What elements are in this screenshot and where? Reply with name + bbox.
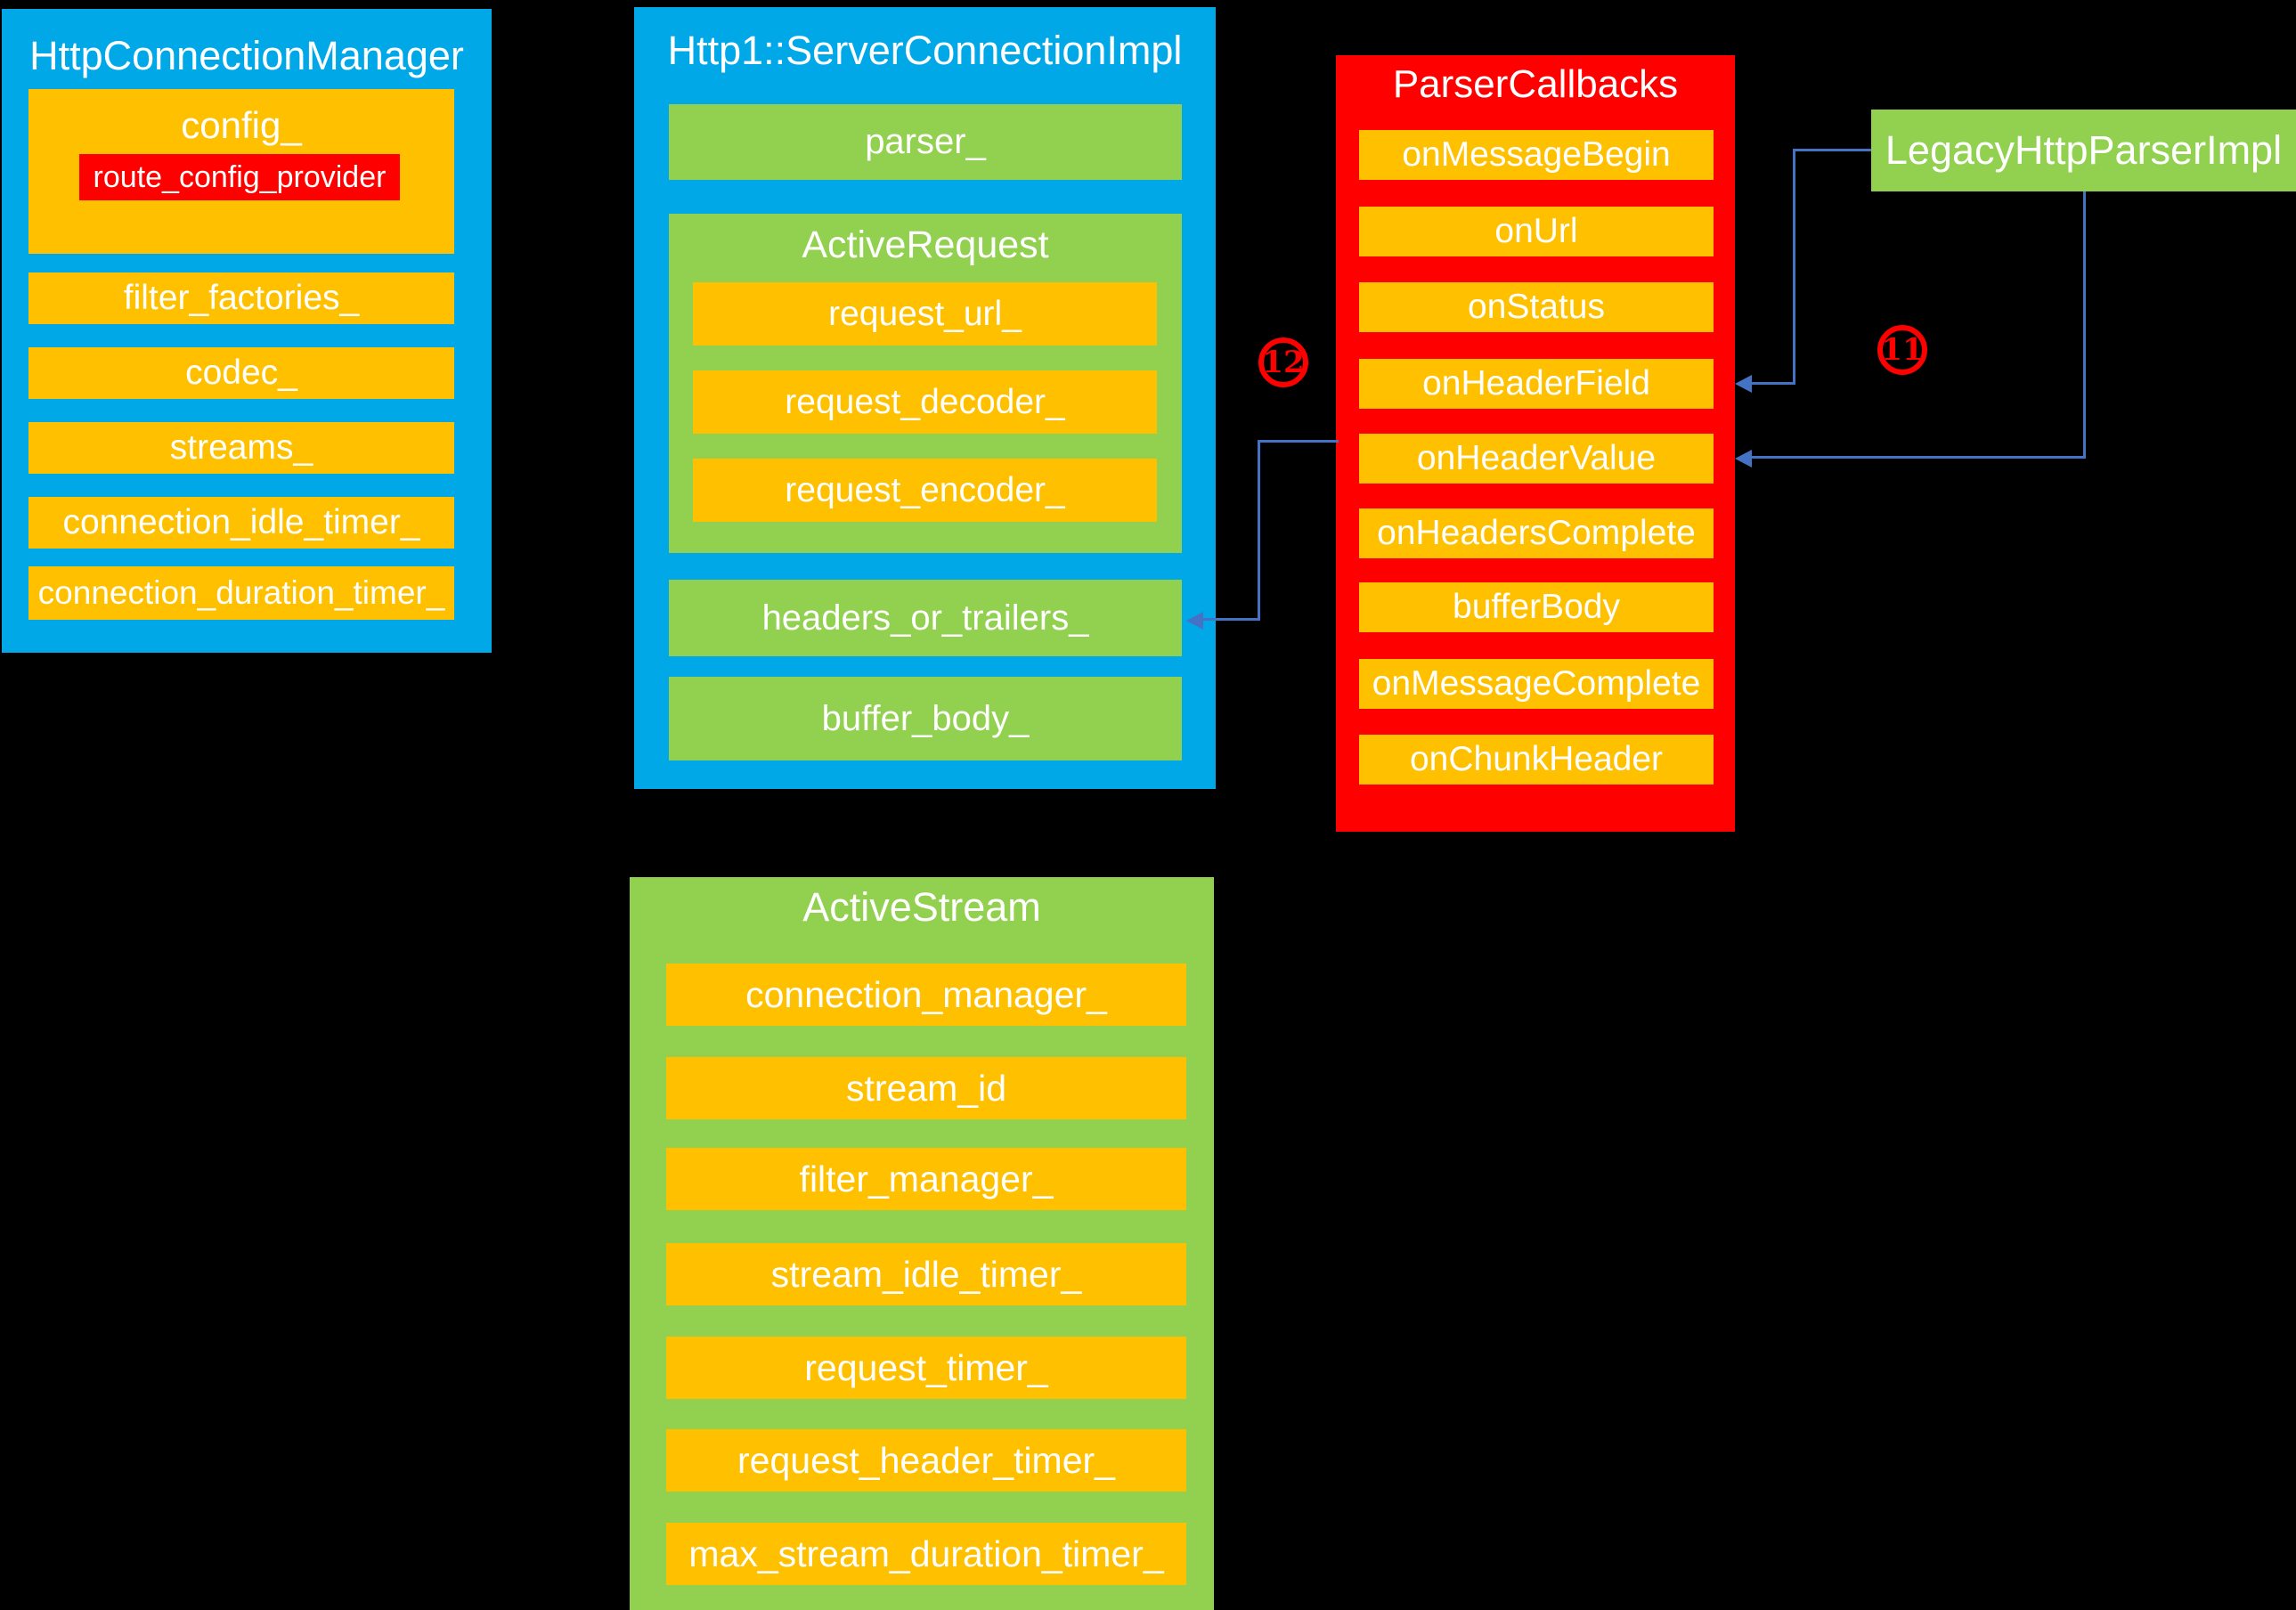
class-title: ActiveStream bbox=[802, 884, 1041, 930]
arrowhead-into-headers-or-trailers bbox=[1186, 612, 1203, 630]
field-label: filter_factories_ bbox=[123, 279, 360, 317]
field-label: request_encoder_ bbox=[785, 470, 1065, 509]
field-on-url: onUrl bbox=[1359, 207, 1714, 256]
field-label: onMessageBegin bbox=[1402, 135, 1671, 174]
field-headers-or-trailers: headers_or_trailers_ bbox=[669, 580, 1182, 656]
field-label: request_decoder_ bbox=[785, 382, 1065, 421]
class-box-active-request: ActiveRequest request_url_ request_decod… bbox=[669, 214, 1182, 553]
class-title: ActiveRequest bbox=[802, 224, 1049, 266]
connector-legacy-to-onheadervalue-seg2 bbox=[1751, 456, 2086, 459]
connector-onheadervalue-to-headers-seg3 bbox=[1202, 618, 1260, 621]
class-box-http-connection-manager: HttpConnectionManager config_ route_conf… bbox=[2, 9, 492, 653]
field-request-timer: request_timer_ bbox=[666, 1337, 1186, 1399]
class-title: HttpConnectionManager bbox=[29, 33, 464, 78]
field-buffer-body: buffer_body_ bbox=[669, 677, 1182, 760]
class-title: LegacyHttpParserImpl bbox=[1885, 127, 2283, 173]
field-connection-duration-timer: connection_duration_timer_ bbox=[28, 566, 454, 620]
field-filter-manager: filter_manager_ bbox=[666, 1148, 1186, 1210]
step-12-number: 12 bbox=[1262, 345, 1305, 380]
field-request-encoder: request_encoder_ bbox=[693, 459, 1157, 522]
field-label: connection_idle_timer_ bbox=[62, 503, 420, 541]
field-on-status: onStatus bbox=[1359, 282, 1714, 332]
field-label: onHeadersComplete bbox=[1377, 514, 1696, 552]
field-label: connection_manager_ bbox=[745, 973, 1107, 1015]
field-connection-idle-timer: connection_idle_timer_ bbox=[28, 497, 454, 549]
field-request-decoder: request_decoder_ bbox=[693, 370, 1157, 434]
field-label: max_stream_duration_timer_ bbox=[688, 1533, 1164, 1574]
connector-onheadervalue-to-headers-seg2 bbox=[1258, 440, 1260, 621]
step-12-badge: 12 bbox=[1258, 337, 1308, 387]
field-request-url: request_url_ bbox=[693, 282, 1157, 346]
step-11-badge: 11 bbox=[1877, 325, 1927, 375]
field-label: onStatus bbox=[1468, 288, 1605, 326]
field-label: stream_id bbox=[845, 1067, 1006, 1109]
field-connection-manager: connection_manager_ bbox=[666, 964, 1186, 1026]
field-on-headers-complete: onHeadersComplete bbox=[1359, 508, 1714, 558]
arrowhead-into-onheaderfield bbox=[1735, 375, 1752, 393]
field-label: parser_ bbox=[865, 122, 986, 161]
class-title: ParserCallbacks bbox=[1392, 62, 1679, 106]
field-buffer-body-callback: bufferBody bbox=[1359, 582, 1714, 632]
field-stream-id: stream_id bbox=[666, 1057, 1186, 1119]
field-stream-idle-timer: stream_idle_timer_ bbox=[666, 1243, 1186, 1305]
field-max-stream-duration-timer: max_stream_duration_timer_ bbox=[666, 1523, 1186, 1585]
field-label: request_header_timer_ bbox=[737, 1439, 1115, 1481]
field-codec: codec_ bbox=[28, 347, 454, 399]
field-on-chunk-header: onChunkHeader bbox=[1359, 735, 1714, 785]
field-label: buffer_body_ bbox=[821, 698, 1030, 738]
arrowhead-into-onheadervalue bbox=[1735, 450, 1752, 468]
class-title: Http1::ServerConnectionImpl bbox=[667, 28, 1183, 73]
field-parser: parser_ bbox=[669, 104, 1182, 180]
field-label: streams_ bbox=[169, 428, 313, 467]
field-on-message-begin: onMessageBegin bbox=[1359, 130, 1714, 180]
field-route-config-provider-label: route_config_provider bbox=[93, 159, 387, 194]
field-label: codec_ bbox=[185, 354, 297, 392]
connector-legacy-to-onheaderfield-seg3 bbox=[1751, 382, 1795, 385]
class-box-http1-server-connection-impl: Http1::ServerConnectionImpl parser_ Acti… bbox=[634, 7, 1216, 789]
field-label: onHeaderField bbox=[1422, 364, 1650, 402]
field-on-header-field: onHeaderField bbox=[1359, 359, 1714, 409]
field-request-header-timer: request_header_timer_ bbox=[666, 1429, 1186, 1492]
connector-onheadervalue-to-headers-seg1 bbox=[1258, 440, 1339, 443]
connector-legacy-to-onheadervalue-seg1 bbox=[2083, 191, 2086, 459]
field-label: headers_or_trailers_ bbox=[761, 598, 1089, 638]
class-box-parser-callbacks: ParserCallbacks onMessageBegin onUrl onS… bbox=[1336, 55, 1735, 832]
field-filter-factories: filter_factories_ bbox=[28, 272, 454, 324]
field-config: config_ route_config_provider bbox=[28, 89, 454, 254]
class-box-active-stream: ActiveStream connection_manager_ stream_… bbox=[630, 877, 1214, 1610]
step-11-number: 11 bbox=[1881, 332, 1924, 368]
field-label: onMessageComplete bbox=[1372, 664, 1701, 703]
field-label: request_timer_ bbox=[804, 1346, 1048, 1388]
field-label: onHeaderValue bbox=[1416, 439, 1657, 477]
field-label: connection_duration_timer_ bbox=[37, 574, 445, 611]
connector-legacy-to-onheaderfield-seg2 bbox=[1793, 149, 1795, 385]
field-label: stream_idle_timer_ bbox=[770, 1253, 1082, 1295]
field-on-message-complete: onMessageComplete bbox=[1359, 659, 1714, 709]
class-box-legacy-http-parser-impl: LegacyHttpParserImpl bbox=[1871, 110, 2296, 191]
field-label: filter_manager_ bbox=[799, 1158, 1054, 1199]
field-label: onChunkHeader bbox=[1409, 740, 1664, 778]
field-label: onUrl bbox=[1494, 212, 1578, 250]
connector-legacy-to-onheaderfield-seg1 bbox=[1793, 149, 1871, 151]
field-label: bufferBody bbox=[1453, 588, 1620, 626]
field-config-label: config_ bbox=[181, 104, 302, 146]
field-route-config-provider: route_config_provider bbox=[79, 154, 400, 200]
field-on-header-value: onHeaderValue bbox=[1359, 434, 1714, 484]
field-label: request_url_ bbox=[828, 294, 1022, 333]
field-streams: streams_ bbox=[28, 422, 454, 474]
